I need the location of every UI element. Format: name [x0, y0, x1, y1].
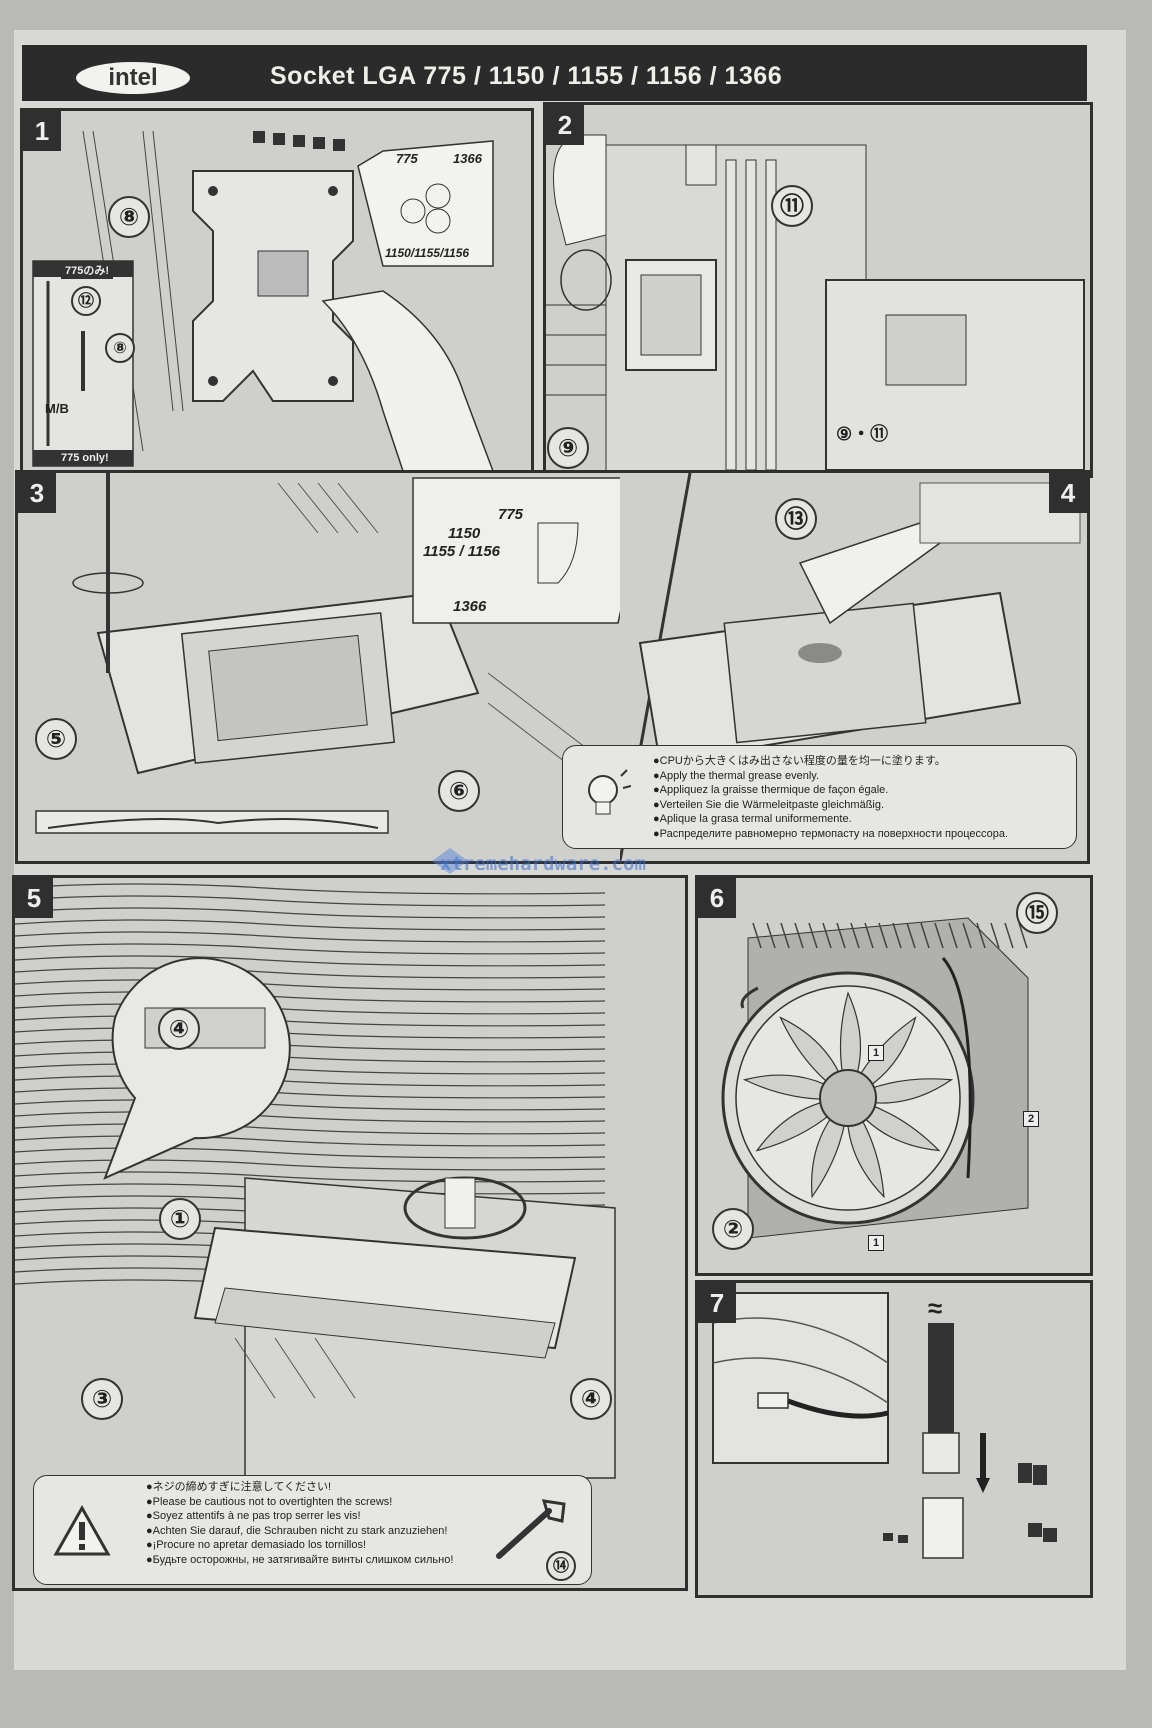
fan-connector-illustration	[712, 1292, 1057, 1559]
panel-number: 7	[698, 1283, 736, 1323]
callout-2: ②	[712, 1208, 754, 1250]
panel-number: 2	[546, 105, 584, 145]
warning-es: ●¡Procure no apretar demasiado los torni…	[146, 1539, 367, 1551]
lightbulb-icon	[588, 769, 631, 815]
label-1366: 1366	[453, 151, 482, 166]
label-775: 775	[396, 151, 418, 166]
callout-9: ⑨	[547, 427, 589, 469]
overtighten-warning: ●ネジの締めすぎに注意してください! ●Please be cautious n…	[33, 1475, 592, 1585]
callout-4-zoom: ④	[158, 1008, 200, 1050]
callout-13: ⑬	[775, 498, 817, 540]
callout-8-small: ⑧	[105, 333, 135, 363]
label-775-only-jp: 775のみ!	[61, 261, 114, 279]
warning-jp: ●ネジの締めすぎに注意してください!	[146, 1481, 332, 1493]
label-1150: 1150	[448, 525, 481, 542]
warning-en: ●Please be cautious not to overtighten t…	[146, 1495, 393, 1508]
intel-logo: intel	[76, 62, 190, 94]
callout-1: ①	[159, 1198, 201, 1240]
callout-14: ⑭	[546, 1551, 576, 1581]
header-bar	[22, 45, 1087, 101]
wrench-icon	[496, 1499, 566, 1559]
standoff-illustration	[546, 134, 1085, 475]
warning-de: ●Achten Sie darauf, die Schrauben nicht …	[146, 1524, 448, 1537]
cable-wave-symbol: ≈	[928, 1293, 943, 1323]
panel-number: 4	[1049, 473, 1087, 513]
callout-9-11: ⑨・⑪	[836, 424, 889, 444]
callout-12: ⑫	[71, 286, 101, 316]
warning-fr: ●Soyez attentifs à ne pas trop serrer le…	[146, 1510, 361, 1522]
callout-backplate: ⑧	[108, 196, 150, 238]
callout-5: ⑤	[35, 718, 77, 760]
panel-3: 3 775 1150 1155 / 1156 1366 ⑤ ⑥	[15, 470, 661, 864]
label-115x: 1150/1155/1156	[385, 246, 470, 260]
bracket-illustration	[35, 473, 658, 834]
callout-6: ⑥	[438, 770, 480, 812]
panel-number: 3	[18, 473, 56, 513]
step-1-upper: 1	[868, 1045, 884, 1061]
callout-4: ④	[570, 1378, 612, 1420]
panel-number: 1	[23, 111, 61, 151]
watermark-logo-icon	[432, 848, 468, 874]
fan-clip-illustration	[721, 917, 1029, 1239]
thermal-grease-notes: ●CPUから大きくはみ出さない程度の量を均一に塗ります。 ●Apply the …	[562, 745, 1077, 849]
note-es: ●Aplique la grasa termal uniformemente.	[653, 813, 852, 825]
panel-6: 6 ⑮ ② 1 2 1	[695, 875, 1093, 1276]
callout-15: ⑮	[1016, 892, 1058, 934]
heatsink-mount-illustration	[15, 883, 616, 1479]
panel-number: 6	[698, 878, 736, 918]
watermark: xtremehardware.com	[440, 853, 646, 875]
note-jp: ●CPUから大きくはみ出さない程度の量を均一に塗ります。	[653, 755, 946, 767]
step-2: 2	[1023, 1111, 1039, 1127]
panel-number: 5	[15, 878, 53, 918]
panel-1: 1 ⑧ 775 1366 1150/1155/1156 775のみ! 775 o…	[20, 108, 534, 478]
label-1155-1156: 1155 / 1156	[423, 543, 501, 560]
label-1366: 1366	[453, 598, 487, 615]
callout-3: ③	[81, 1378, 123, 1420]
note-de: ●Verteilen Sie die Wärmeleitpaste gleich…	[653, 798, 885, 811]
panel-2: 2 ⑪ ⑨ ⑨・⑪	[543, 102, 1093, 478]
label-mb: M/B	[45, 401, 69, 416]
warning-notes-list: ●ネジの締めすぎに注意してください! ●Please be cautious n…	[146, 1480, 453, 1567]
panel-7: 7 ≈	[695, 1280, 1093, 1598]
note-fr: ●Appliquez la graisse thermique de façon…	[653, 784, 889, 796]
warning-ru: ●Будьте осторожны, не затягивайте винты …	[146, 1553, 454, 1566]
label-775: 775	[498, 506, 524, 523]
panel-5: 5 ④ ① ③ ④	[12, 875, 688, 1591]
step-1-lower: 1	[868, 1235, 884, 1251]
label-775-only-en: 775 only!	[57, 451, 113, 465]
notes-list: ●CPUから大きくはみ出さない程度の量を均一に塗ります。 ●Apply the …	[653, 754, 1008, 841]
page-title: Socket LGA 775 / 1150 / 1155 / 1156 / 13…	[270, 62, 783, 90]
callout-11: ⑪	[771, 185, 813, 227]
note-ru: ●Распределите равномерно термопасту на п…	[653, 827, 1009, 840]
note-en: ●Apply the thermal grease evenly.	[653, 769, 820, 782]
warning-triangle-icon	[53, 1504, 111, 1556]
